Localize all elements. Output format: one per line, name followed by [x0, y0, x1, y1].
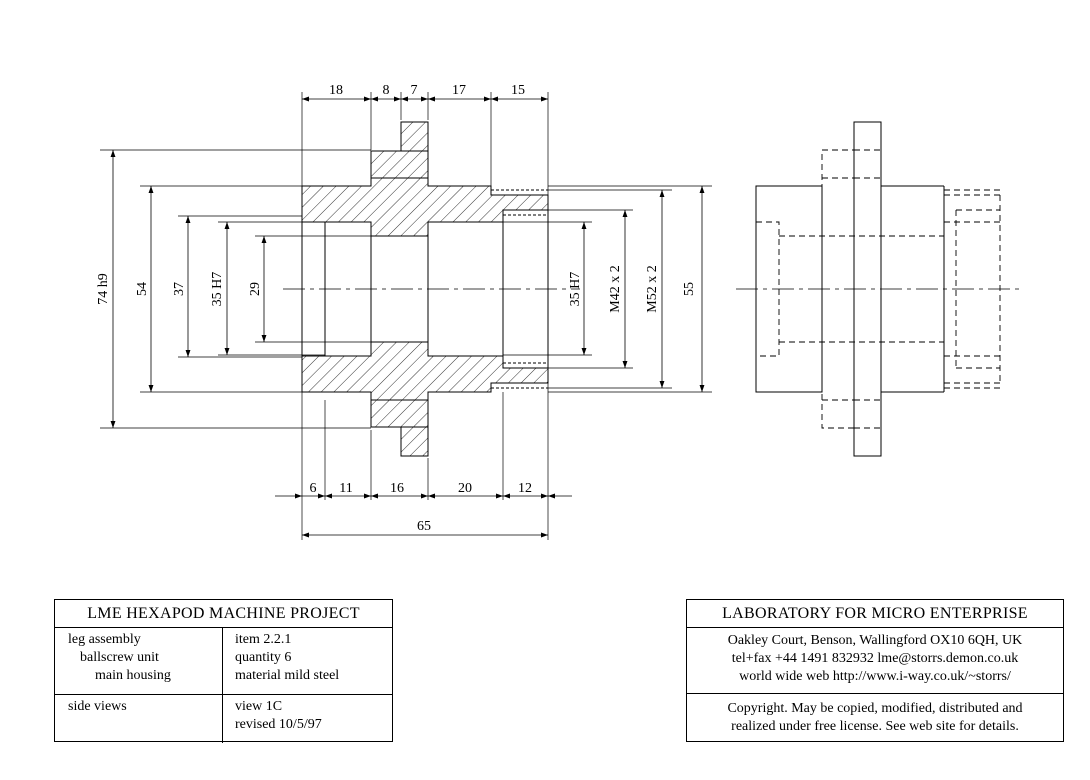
dim-left-5: 29: [248, 282, 263, 296]
item-number: item 2.2.1: [235, 632, 292, 647]
dim-left-1: 74 h9: [96, 273, 111, 305]
address: Oakley Court, Benson, Wallingford OX10 6…: [727, 633, 1023, 648]
dim-right-1: 35 H7: [568, 272, 583, 307]
side-view: [736, 121, 1020, 457]
dimension-lines: [110, 96, 705, 538]
dim-bottom-5: 12: [518, 481, 532, 496]
laboratory-title: LABORATORY FOR MICRO ENTERPRISE: [687, 600, 1063, 628]
revision-date: revised 10/5/97: [235, 717, 322, 732]
title-block-laboratory: LABORATORY FOR MICRO ENTERPRISE Oakley C…: [686, 599, 1064, 742]
title-block-row-view: side views view 1C revised 10/5/97: [55, 695, 392, 743]
hatch-upper-flange: [400, 121, 429, 152]
hatch-lower-flange: [400, 426, 429, 457]
laboratory-contact: Oakley Court, Benson, Wallingford OX10 6…: [687, 628, 1063, 694]
dim-top-2: 8: [383, 83, 390, 98]
dim-total: 65: [417, 519, 431, 534]
dimension-labels: 18 8 7 17 15 6 11 16 20 12 65 74 h9 54 3…: [96, 83, 697, 534]
part-specs: item 2.2.1 quantity 6 material mild stee…: [223, 628, 392, 694]
hatch-lower-collar: [370, 399, 429, 428]
dim-top-3: 7: [411, 83, 418, 98]
dim-bottom-1: 6: [310, 481, 317, 496]
dim-bottom-2: 11: [339, 481, 352, 496]
part-name: main housing: [95, 668, 171, 683]
license-line-2: realized under free license. See web sit…: [731, 719, 1019, 734]
dim-left-3: 37: [172, 282, 187, 296]
dim-top-1: 18: [329, 83, 343, 98]
website: world wide web http://www.i-way.co.uk/~s…: [739, 669, 1011, 684]
material: material mild steel: [235, 668, 340, 683]
hatch-upper-collar: [370, 150, 429, 179]
project-title: LME HEXAPOD MACHINE PROJECT: [55, 600, 392, 628]
extension-lines: [100, 92, 712, 540]
dim-left-2: 54: [135, 282, 150, 296]
dim-bottom-3: 16: [390, 481, 404, 496]
dim-left-4: 35 H7: [210, 272, 225, 307]
license-line-1: Copyright. May be copied, modified, dist…: [727, 701, 1023, 716]
dim-top-4: 17: [452, 83, 466, 98]
section-view: [283, 121, 580, 457]
hatch-upper-body: [301, 177, 549, 237]
dim-right-4: 55: [682, 282, 697, 296]
dim-bottom-4: 20: [458, 481, 472, 496]
quantity: quantity 6: [235, 650, 292, 665]
title-block-row-part: leg assembly ballscrew unit main housing…: [55, 628, 392, 695]
view-description: side views: [55, 695, 223, 743]
part-unit: ballscrew unit: [80, 650, 159, 665]
dim-top-5: 15: [511, 83, 525, 98]
dim-right-3: M52 x 2: [645, 265, 660, 312]
dim-right-2: M42 x 2: [608, 265, 623, 312]
view-type: side views: [68, 699, 127, 714]
part-assembly: leg assembly: [68, 632, 141, 647]
title-block-project: LME HEXAPOD MACHINE PROJECT leg assembly…: [54, 599, 393, 743]
part-description: leg assembly ballscrew unit main housing: [55, 628, 223, 694]
hatch-lower-body: [301, 341, 549, 401]
view-number: view 1C: [235, 699, 283, 714]
contact-phone-email: tel+fax +44 1491 832932 lme@storrs.demon…: [731, 651, 1019, 666]
view-specs: view 1C revised 10/5/97: [223, 695, 392, 743]
license-notice: Copyright. May be copied, modified, dist…: [687, 694, 1063, 740]
